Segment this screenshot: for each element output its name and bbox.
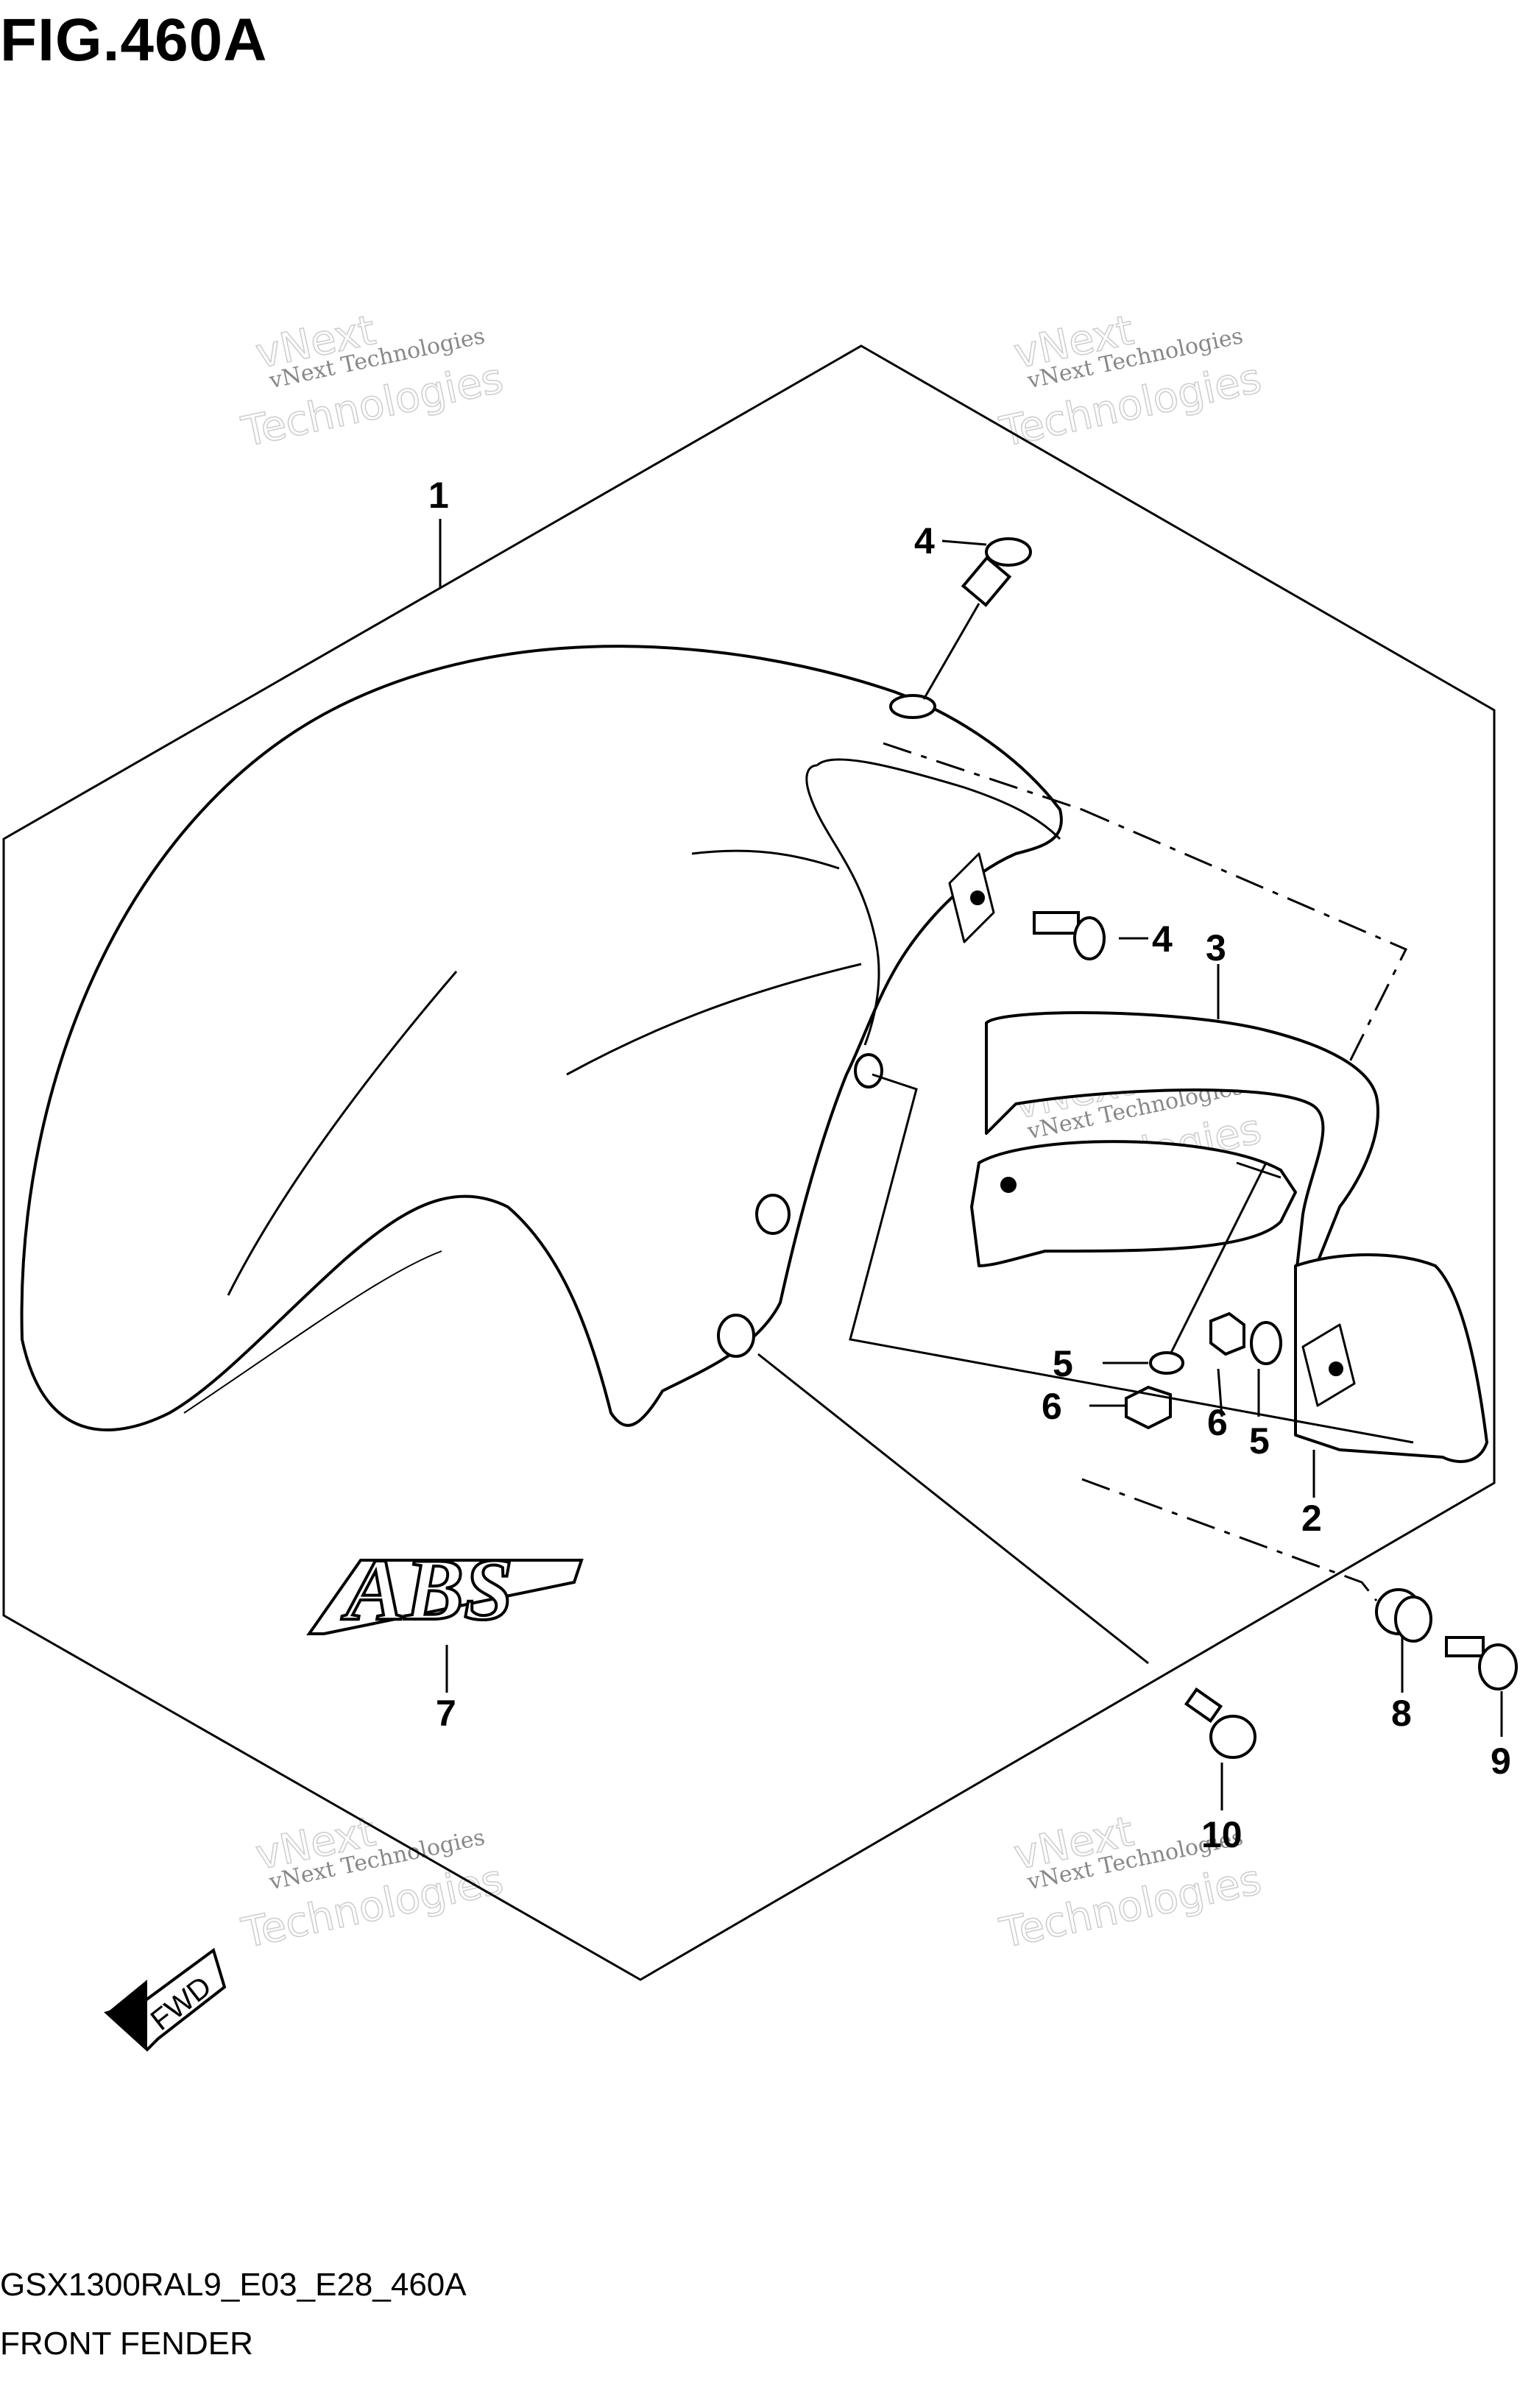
- watermark-top-right: vNext Technologies vNext Technologies: [995, 305, 1266, 457]
- callout-1: 1: [428, 475, 449, 516]
- callout-6-left: 6: [1042, 1386, 1062, 1427]
- hugger: [1294, 1253, 1488, 1463]
- bolt-9: [1445, 1636, 1518, 1690]
- callout-2: 2: [1301, 1498, 1322, 1539]
- callout-5-right: 5: [1249, 1420, 1270, 1462]
- figure-name: FRONT FENDER: [0, 2326, 253, 2362]
- nut-6-right: [1209, 1311, 1245, 1356]
- screw-4-side: [1033, 911, 1106, 960]
- front-fender: [20, 645, 1063, 1431]
- callout-7: 7: [436, 1693, 456, 1734]
- callout-6-right: 6: [1207, 1402, 1228, 1443]
- bolt-10: [1184, 1687, 1256, 1759]
- assembly-outline: [2, 344, 1496, 1981]
- washer-5-right: [1250, 1321, 1282, 1365]
- abs-emblem: ABS: [306, 1539, 584, 1640]
- nut-6-left: [1125, 1385, 1172, 1430]
- fwd-arrow: FWD: [104, 1947, 227, 2052]
- watermark-top-left: vNext Technologies vNext Technologies: [237, 305, 508, 457]
- figure-title: FIG.460A: [0, 7, 268, 74]
- callout-labels: 1 2 3 4 4 5 5 6 6 7 8 9 10: [428, 475, 1511, 1855]
- callout-3: 3: [1206, 927, 1226, 968]
- callout-4-side: 4: [1152, 918, 1173, 960]
- callout-5-left: 5: [1053, 1343, 1073, 1384]
- callout-10: 10: [1201, 1814, 1242, 1855]
- screw-4-top: [961, 537, 1032, 607]
- callout-9: 9: [1491, 1741, 1511, 1782]
- callout-8: 8: [1391, 1693, 1412, 1734]
- watermark-bottom-left: vNext Technologies vNext Technologies: [237, 1807, 508, 1958]
- svg-text:ABS: ABS: [341, 1540, 513, 1638]
- fender-bracket: [970, 1011, 1379, 1282]
- model-code: GSX1300RAL9_E03_E28_460A: [0, 2267, 467, 2303]
- leader-lines: [439, 519, 1503, 1810]
- callout-4-top: 4: [914, 520, 935, 562]
- grommet-8: [1375, 1588, 1432, 1643]
- washer-5-left: [1149, 1351, 1184, 1375]
